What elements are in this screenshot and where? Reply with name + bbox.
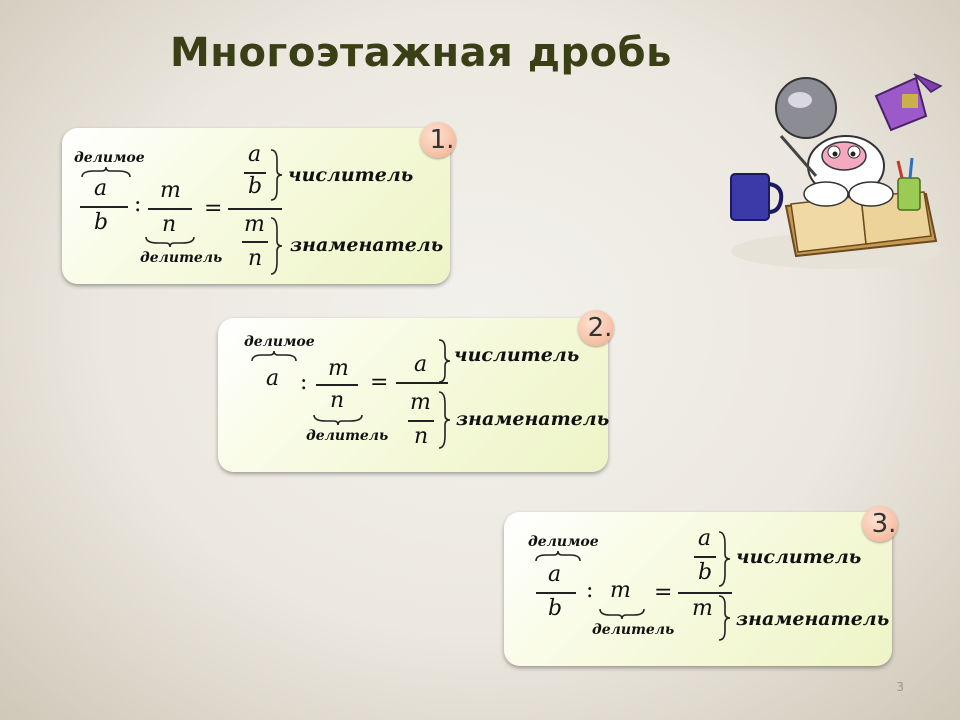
slide-title: Многоэтажная дробь — [170, 30, 672, 76]
var-b: b — [94, 210, 109, 235]
fraction-bar — [242, 241, 268, 243]
var-n: n — [330, 388, 345, 413]
fraction-bar — [536, 592, 576, 594]
main-fraction-bar — [678, 592, 732, 594]
denominator-label: знаменатель — [736, 608, 890, 630]
denominator-brace-icon — [270, 217, 283, 275]
divisor-brace-icon — [145, 236, 195, 248]
var-m: m — [160, 178, 181, 203]
var-b: b — [248, 174, 263, 199]
divisor-label: делитель — [140, 250, 223, 266]
numerator-brace-icon — [718, 531, 731, 587]
equals-operator: = — [204, 196, 223, 221]
card-number-badge-3: 3. — [862, 506, 898, 542]
fraction-bar — [316, 384, 358, 386]
var-a: a — [548, 562, 562, 587]
var-a: a — [94, 176, 108, 201]
var-a: a — [698, 526, 712, 551]
card-number-badge-2: 2. — [578, 310, 614, 346]
var-m: m — [410, 390, 431, 415]
denominator-brace-icon — [718, 595, 731, 641]
var-b: b — [698, 560, 713, 585]
numerator-brace-icon — [270, 149, 283, 201]
fraction-bar — [408, 420, 434, 422]
card-number-badge-1: 1. — [420, 122, 456, 158]
dividend-brace-icon — [81, 166, 131, 178]
var-a: a — [248, 142, 262, 167]
cartoon-student-illustration — [730, 73, 943, 269]
colon-operator: : — [134, 192, 142, 217]
dividend-label: делимое — [244, 334, 315, 350]
var-n: n — [162, 212, 177, 237]
denominator-label: знаменатель — [290, 234, 444, 256]
page-number: 3 — [896, 680, 904, 694]
divisor-label: делитель — [306, 428, 389, 444]
fraction-bar — [244, 172, 266, 174]
divisor-brace-icon — [599, 608, 645, 620]
var-m: m — [244, 212, 265, 237]
dividend-label: делимое — [74, 150, 145, 166]
colon-operator: : — [586, 578, 594, 603]
fraction-bar — [148, 208, 192, 210]
denominator-label: знаменатель — [456, 408, 610, 430]
divisor-brace-icon — [313, 414, 363, 426]
colon-operator: : — [300, 370, 308, 395]
equals-operator: = — [370, 370, 389, 395]
numerator-label: числитель — [288, 164, 414, 186]
main-fraction-bar — [396, 382, 448, 384]
formula-card-2 — [218, 318, 608, 472]
var-a: a — [266, 366, 280, 391]
main-fraction-bar — [228, 208, 282, 210]
numerator-label: числитель — [454, 344, 580, 366]
equals-operator: = — [654, 580, 673, 605]
var-n: n — [414, 424, 429, 449]
var-a: a — [414, 352, 428, 377]
fraction-bar — [80, 206, 128, 208]
formula-card-3 — [504, 512, 892, 666]
var-m: m — [610, 578, 631, 603]
var-n: n — [248, 246, 263, 271]
dividend-label: делимое — [528, 534, 599, 550]
numerator-label: числитель — [736, 546, 862, 568]
var-m: m — [692, 596, 713, 621]
var-b: b — [548, 596, 563, 621]
divisor-label: делитель — [592, 622, 675, 638]
denominator-brace-icon — [438, 391, 451, 449]
numerator-brace-icon — [438, 339, 451, 383]
dividend-brace-icon — [251, 350, 297, 362]
dividend-brace-icon — [535, 550, 581, 562]
fraction-bar — [694, 556, 716, 558]
var-m: m — [328, 356, 349, 381]
